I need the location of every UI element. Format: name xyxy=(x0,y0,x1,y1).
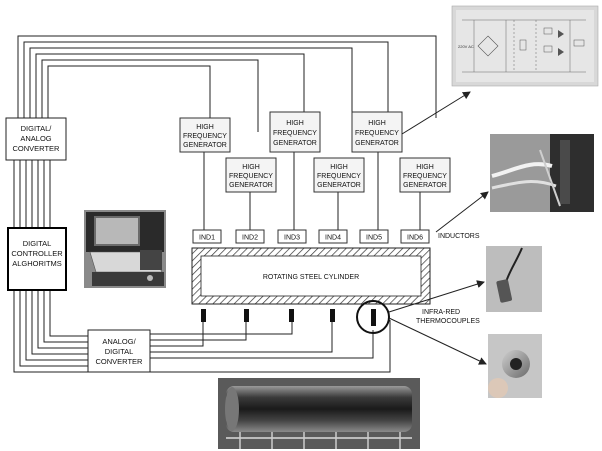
svg-text:GENERATOR: GENERATOR xyxy=(183,142,227,149)
digital-analog-converter: DIGITAL/ ANALOG CONVERTER xyxy=(6,118,66,160)
svg-text:GENERATOR: GENERATOR xyxy=(355,140,399,147)
svg-text:CONVERTER: CONVERTER xyxy=(96,357,144,366)
thermocouples-label-line1: INFRA-RED xyxy=(422,309,460,316)
digital-controller: DIGITAL CONTROLLER ALGHORITMS xyxy=(8,228,66,290)
inductor-2: IND2 xyxy=(236,230,264,243)
svg-text:GENERATOR: GENERATOR xyxy=(273,140,317,147)
svg-text:HIGH: HIGH xyxy=(286,120,304,127)
svg-text:IND4: IND4 xyxy=(325,235,341,242)
svg-text:FREQUENCY: FREQUENCY xyxy=(355,130,399,137)
svg-text:ROTATING STEEL CYLINDER: ROTATING STEEL CYLINDER xyxy=(263,274,359,281)
svg-text:CONVERTER: CONVERTER xyxy=(13,144,61,153)
svg-text:HIGH: HIGH xyxy=(368,120,386,127)
inductor-1: IND1 xyxy=(193,230,221,243)
generator-5: HIGH FREQUENCY GENERATOR xyxy=(352,112,402,152)
inductor-photo xyxy=(490,134,594,212)
inductor-5: IND5 xyxy=(360,230,388,243)
generator-4: HIGH FREQUENCY GENERATOR xyxy=(314,158,364,192)
svg-text:CONTROLLER: CONTROLLER xyxy=(11,249,63,258)
generator-schematic-inset: 220V AC xyxy=(452,6,598,86)
svg-text:HIGH: HIGH xyxy=(196,124,214,131)
inductor-row: IND1 IND2 IND3 IND4 IND5 IND6 xyxy=(193,230,429,243)
svg-text:IND5: IND5 xyxy=(366,235,382,242)
svg-text:FREQUENCY: FREQUENCY xyxy=(317,173,361,180)
generator-1: HIGH FREQUENCY GENERATOR xyxy=(180,118,230,152)
svg-text:GENERATOR: GENERATOR xyxy=(317,182,361,189)
svg-text:ANALOG/: ANALOG/ xyxy=(102,337,136,346)
svg-text:ALGHORITMS: ALGHORITMS xyxy=(12,259,62,268)
svg-text:IND6: IND6 xyxy=(407,235,423,242)
generator-6: HIGH FREQUENCY GENERATOR xyxy=(400,158,450,192)
svg-text:FREQUENCY: FREQUENCY xyxy=(229,173,273,180)
thermocouples-label-line2: THERMOCOUPLES xyxy=(416,318,480,325)
svg-text:DIGITAL/: DIGITAL/ xyxy=(21,124,53,133)
svg-text:FREQUENCY: FREQUENCY xyxy=(273,130,317,137)
svg-text:GENERATOR: GENERATOR xyxy=(403,182,447,189)
analog-digital-converter: ANALOG/ DIGITAL CONVERTER xyxy=(88,330,150,372)
generator-3: HIGH FREQUENCY GENERATOR xyxy=(270,112,320,152)
laptop-photo xyxy=(84,210,166,288)
svg-text:DIGITAL: DIGITAL xyxy=(23,239,52,248)
inductor-3: IND3 xyxy=(278,230,306,243)
svg-text:FREQUENCY: FREQUENCY xyxy=(403,173,447,180)
inductor-4: IND4 xyxy=(319,230,347,243)
svg-text:HIGH: HIGH xyxy=(416,164,434,171)
svg-text:GENERATOR: GENERATOR xyxy=(229,182,273,189)
thermocouple-probes xyxy=(201,301,389,333)
cylinder-photo xyxy=(218,378,420,449)
inductors-label: INDUCTORS xyxy=(438,233,480,240)
svg-text:DIGITAL: DIGITAL xyxy=(105,347,134,356)
generator-row-top: HIGH FREQUENCY GENERATOR HIGH FREQUENCY … xyxy=(180,112,402,152)
svg-text:FREQUENCY: FREQUENCY xyxy=(183,133,227,140)
probe-photo xyxy=(488,334,542,398)
svg-text:ANALOG: ANALOG xyxy=(20,134,51,143)
schematic-voltage-label: 220V AC xyxy=(458,44,474,49)
svg-text:HIGH: HIGH xyxy=(242,164,260,171)
rotating-steel-cylinder: ROTATING STEEL CYLINDER xyxy=(192,248,430,304)
svg-text:HIGH: HIGH xyxy=(330,164,348,171)
generator-row-bottom: HIGH FREQUENCY GENERATOR HIGH FREQUENCY … xyxy=(226,158,450,192)
svg-text:IND2: IND2 xyxy=(242,235,258,242)
svg-text:IND3: IND3 xyxy=(284,235,300,242)
generator-2: HIGH FREQUENCY GENERATOR xyxy=(226,158,276,192)
svg-text:IND1: IND1 xyxy=(199,235,215,242)
inductor-6: IND6 xyxy=(401,230,429,243)
thermocouple-photo xyxy=(486,246,542,312)
